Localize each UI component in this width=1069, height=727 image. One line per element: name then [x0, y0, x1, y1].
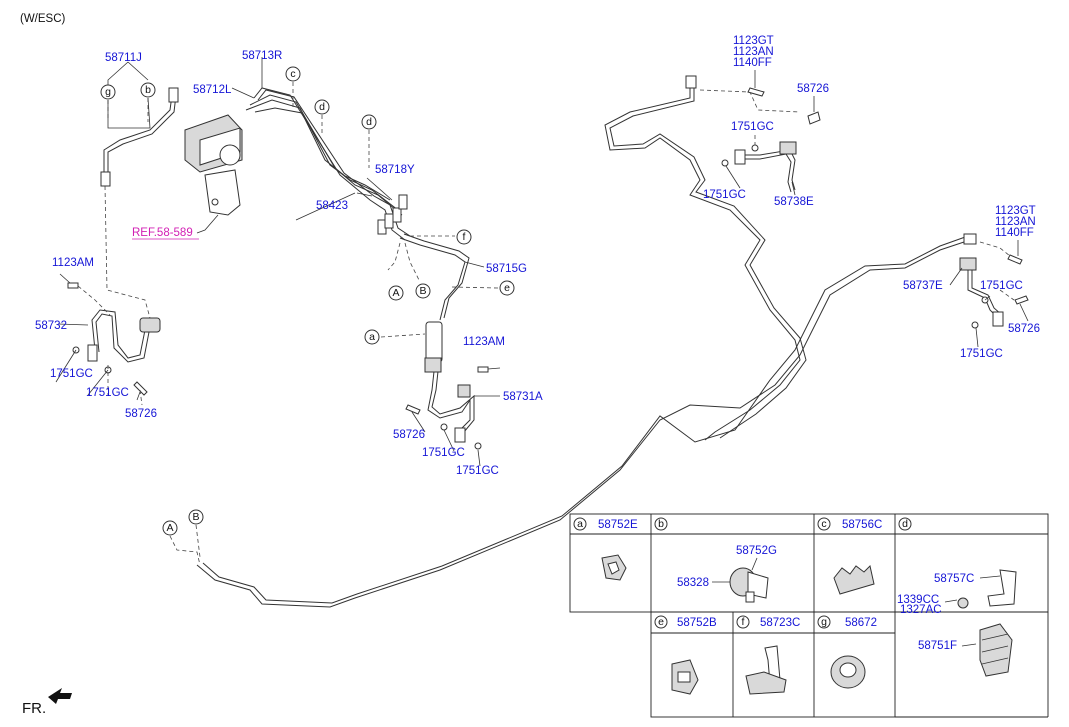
svg-text:a: a	[369, 331, 375, 343]
label-58726-left: 58726	[125, 408, 157, 420]
label-58726-right: 58726	[1008, 323, 1040, 335]
svg-text:A: A	[166, 522, 173, 534]
label-58737E: 58737E	[903, 280, 943, 292]
legend-cell-f: f 58723C	[736, 615, 800, 695]
legend-part-58752G: 58752G	[736, 545, 777, 557]
front-left-hose-group	[67, 87, 179, 406]
svg-text:f: f	[463, 231, 466, 243]
svg-text:d: d	[366, 116, 372, 128]
fr-label: FR.	[22, 700, 46, 717]
main-pipe-run	[196, 80, 971, 608]
legend-part-58757C: 58757C	[934, 573, 974, 585]
label-58713R: 58713R	[242, 50, 282, 62]
svg-text:c: c	[290, 68, 295, 80]
lower-junction	[169, 524, 201, 566]
rear-left-hose-group	[405, 321, 501, 450]
label-58726-topright: 58726	[797, 83, 829, 95]
svg-text:d: d	[319, 101, 325, 113]
callout-e: e	[499, 280, 515, 296]
label-1751GC-topright-2: 1751GC	[703, 189, 746, 201]
svg-text:B: B	[419, 285, 426, 297]
callout-d-1: d	[314, 99, 330, 115]
label-1123AM-left: 1123AM	[52, 257, 94, 269]
callout-B-upper: B	[415, 283, 431, 299]
label-1123GT-right: 1123GT	[995, 205, 1036, 217]
svg-text:f: f	[742, 616, 745, 628]
label-leaders	[55, 61, 1029, 467]
svg-text:d: d	[902, 518, 908, 530]
callout-g: g	[100, 84, 116, 100]
label-58731A: 58731A	[503, 391, 543, 403]
label-58423: 58423	[316, 200, 348, 212]
legend-part-58672: 58672	[845, 617, 877, 629]
label-58715G: 58715G	[486, 263, 527, 275]
svg-text:g: g	[105, 86, 111, 98]
label-1751GC-center-1: 1751GC	[422, 447, 465, 459]
callout-a: a	[364, 329, 380, 345]
svg-text:c: c	[821, 518, 826, 530]
label-58718Y: 58718Y	[375, 164, 415, 176]
legend-cell-g: g 58672	[817, 615, 877, 689]
svg-text:e: e	[504, 282, 510, 294]
legend-part-58752B: 58752B	[677, 617, 717, 629]
label-1751GC-left-1: 1751GC	[50, 368, 93, 380]
callout-f: f	[456, 229, 472, 245]
label-1751GC-right-1: 1751GC	[980, 280, 1023, 292]
center-tube-bundle	[107, 57, 499, 338]
label-1140FF-top: 1140FF	[733, 57, 772, 69]
front-right-hose-group	[685, 75, 821, 193]
label-1123AM-center: 1123AM	[463, 336, 505, 348]
callout-b: b	[140, 82, 156, 98]
callout-B-lower: B	[188, 509, 204, 525]
variant-label: (W/ESC)	[20, 13, 66, 25]
legend-part-1339CC: 1339CC	[897, 594, 939, 606]
legend-part-58328: 58328	[677, 577, 709, 589]
svg-text:a: a	[577, 518, 583, 530]
svg-text:b: b	[658, 518, 664, 530]
svg-text:e: e	[658, 616, 664, 628]
label-58726-center: 58726	[393, 429, 425, 441]
legend-cell-b: b 58752G 58328	[654, 517, 777, 603]
callout-d-2: d	[361, 114, 377, 130]
legend-cell-a: a 58752E	[573, 517, 638, 581]
rear-right-hose-group	[959, 233, 1029, 329]
label-58738E: 58738E	[774, 196, 814, 208]
parts-legend-table	[569, 513, 1049, 718]
label-58712L: 58712L	[193, 84, 232, 96]
label-ref-58-589[interactable]: REF.58-589	[132, 227, 193, 239]
legend-cell-e: e 58752B	[654, 615, 717, 695]
svg-text:b: b	[145, 84, 151, 96]
label-1751GC-left-2: 1751GC	[86, 387, 129, 399]
label-1751GC-center-2: 1751GC	[456, 465, 499, 477]
front-direction-indicator: FR.	[22, 688, 72, 717]
legend-part-58723C: 58723C	[760, 617, 800, 629]
legend-cell-c: c 58756C	[817, 517, 882, 595]
label-1123GT-top: 1123GT	[733, 35, 774, 47]
label-1123AN-right: 1123AN	[995, 216, 1036, 228]
label-1123AN-top: 1123AN	[733, 46, 774, 58]
legend-part-58751F: 58751F	[918, 640, 957, 652]
label-58711J: 58711J	[105, 52, 142, 64]
svg-text:B: B	[192, 511, 199, 523]
callout-A-lower: A	[162, 520, 178, 536]
legend-cell-d: d 58757C 1339CC 1327AC 58751F	[897, 517, 1017, 677]
label-1751GC-topright-1: 1751GC	[731, 121, 774, 133]
label-1751GC-right-2: 1751GC	[960, 348, 1003, 360]
callout-c: c	[285, 66, 301, 82]
svg-text:g: g	[821, 616, 827, 628]
front-arrow-icon	[48, 688, 72, 704]
legend-part-58756C: 58756C	[842, 519, 882, 531]
label-1140FF-right: 1140FF	[995, 227, 1034, 239]
label-58732: 58732	[35, 320, 67, 332]
legend-part-1327AC: 1327AC	[900, 604, 942, 616]
legend-part-58752E: 58752E	[598, 519, 638, 531]
svg-text:A: A	[392, 287, 399, 299]
callout-A-upper: A	[388, 285, 404, 301]
hecu-module	[184, 114, 243, 234]
